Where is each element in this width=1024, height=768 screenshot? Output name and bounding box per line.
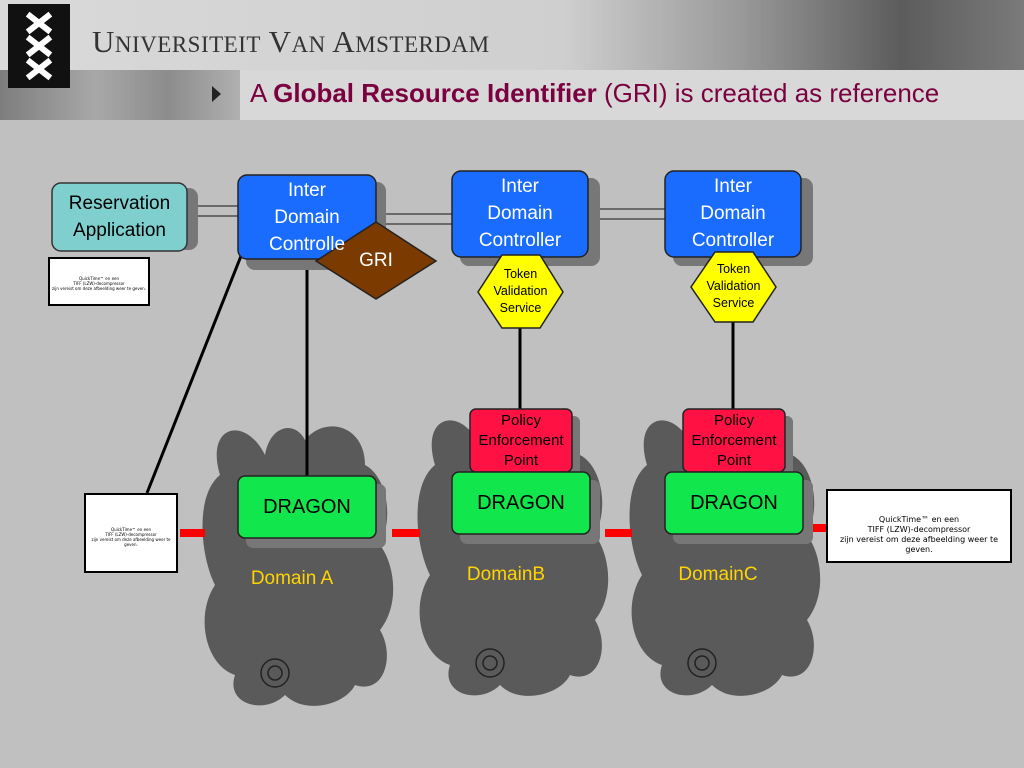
dragon-b-label: DRAGON xyxy=(477,492,565,514)
gri-label: GRI xyxy=(359,250,393,271)
tvs-b-hexagon xyxy=(477,254,564,329)
domain-b-label: DomainB xyxy=(466,564,546,585)
tvs-b-label: Token Validation Service xyxy=(493,267,548,315)
idc-b-label: Inter Domain Controller xyxy=(478,176,562,251)
reservation-application-box xyxy=(51,182,188,252)
tvs-c-hexagon xyxy=(690,251,777,323)
connector-lines xyxy=(145,255,735,494)
reservation-application-label: Reservation Application xyxy=(68,193,171,241)
dragon-a-box xyxy=(237,475,377,539)
domain-a-label: Domain A xyxy=(250,568,334,589)
dragon-c-label: DRAGON xyxy=(690,492,778,514)
pep-b-label: Policy Enforcement Point xyxy=(478,412,564,469)
dragon-c-box xyxy=(664,471,804,535)
idc-a-label: Inter Domain Controlle xyxy=(268,180,346,255)
header-banner xyxy=(0,0,1024,70)
tvs-c-label: Token Validation Service xyxy=(706,262,761,310)
domain-c-label: DomainC xyxy=(678,564,758,585)
title-suffix: (GRI) is created as reference xyxy=(596,78,940,108)
dragon-a-label: DRAGON xyxy=(263,496,351,518)
pep-c-label: Policy Enforcement Point xyxy=(691,412,777,469)
title-emphasis: Global Resource Identifier xyxy=(273,78,597,108)
domain-a-cloud xyxy=(201,425,394,707)
slide-header: UNIVERSITEIT VAN AMSTERDAM A Global Reso… xyxy=(0,0,1024,120)
quicktime-placeholder-2: QuickTime™ en een TIFF (LZW)-decompresso… xyxy=(84,493,178,573)
gri-diamond xyxy=(314,221,438,300)
university-logo-icon xyxy=(8,4,70,88)
arrow-right-icon xyxy=(212,86,221,102)
university-name: UNIVERSITEIT VAN AMSTERDAM xyxy=(92,24,490,59)
quicktime-placeholder-3: QuickTime™ en een TIFF (LZW)-decompresso… xyxy=(826,489,1012,563)
idc-c-label: Inter Domain Controller xyxy=(691,176,775,251)
title-prefix: A xyxy=(250,78,274,108)
idc-a-box xyxy=(237,174,377,260)
dragon-b-box xyxy=(451,471,591,535)
slide-title: A Global Resource Identifier (GRI) is cr… xyxy=(250,78,939,109)
quicktime-placeholder-1: QuickTime™ en een TIFF (LZW)-decompresso… xyxy=(48,257,150,306)
